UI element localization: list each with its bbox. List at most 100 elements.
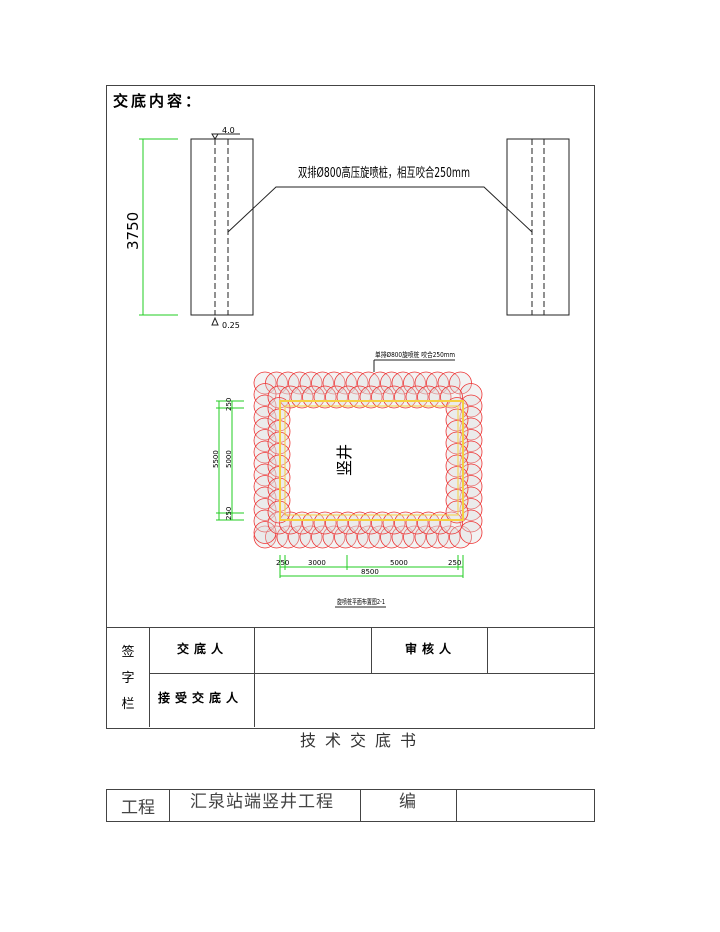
pile-circle (359, 385, 383, 409)
code-field[interactable] (457, 790, 593, 820)
pile-circle (459, 429, 483, 452)
pile-circle (313, 511, 337, 535)
pile-circle (428, 511, 452, 535)
dim-bottom-total: 8500 (361, 568, 379, 576)
shaft-label: 竖井 (335, 444, 354, 476)
drawing-caption: 旋喷桩平面布置图2-1 (337, 597, 385, 606)
pile-circle (325, 511, 348, 535)
pile-circle (382, 385, 406, 409)
dim-bottom-3: 5000 (390, 559, 408, 567)
presenter-field[interactable] (255, 628, 371, 673)
dim-left-top: 250 (225, 398, 233, 411)
pile-circle (322, 371, 346, 395)
pile-circle (459, 417, 483, 441)
elevation-label: 双排Ø800高压旋喷桩，相互咬合250mm (298, 165, 470, 181)
pile-circle (405, 511, 429, 535)
pile-circle (403, 371, 426, 395)
pile-circle (440, 385, 463, 409)
dim-left-bottom: 250 (225, 507, 233, 520)
dim-bottom-4: 250 (448, 559, 461, 567)
pile-circle (459, 498, 483, 521)
pile-circle (426, 371, 449, 395)
disclosure-frame (106, 85, 595, 729)
pile-circle (403, 525, 426, 549)
pile-circle (253, 521, 277, 544)
bottom-level-label: 0.25 (222, 321, 240, 330)
pile-circle (299, 525, 323, 549)
pile-circle (391, 525, 415, 549)
dim-bottom-1: 250 (276, 559, 289, 567)
pile-circle (322, 525, 346, 549)
pile-circle (459, 406, 483, 429)
elevation-pile-right (506, 138, 570, 316)
height-dim-label: 3750 (124, 212, 142, 250)
presenter-label: 交底人 (177, 642, 229, 656)
pile-circle (253, 440, 277, 464)
pile-circle (371, 385, 394, 409)
pile-circle (253, 475, 277, 498)
pile-circle (459, 463, 483, 487)
pile-circle (302, 385, 325, 409)
pile-circle (382, 511, 406, 535)
pile-circle (345, 371, 369, 395)
project-table (106, 789, 595, 822)
pile-circle (253, 383, 277, 406)
pile-circle (253, 371, 277, 395)
elevation-pile-left (190, 138, 254, 316)
pile-circle (325, 385, 348, 409)
pile-circle (313, 385, 337, 409)
reviewer-field[interactable] (488, 628, 594, 673)
pile-circle (426, 525, 449, 549)
document-title: 技术交底书 (300, 731, 426, 750)
project-label: 工程 (121, 798, 155, 818)
pile-circle (253, 486, 277, 510)
leader-line (227, 186, 533, 233)
shaft-outline (279, 400, 464, 521)
pile-circle (459, 475, 483, 498)
pile-circle (368, 525, 392, 549)
pile-circle (290, 385, 314, 409)
pile-circle (253, 429, 277, 452)
pile-circle (253, 525, 277, 549)
pile-circle (394, 385, 417, 409)
pile-circle (428, 385, 452, 409)
pile-circle (334, 525, 357, 549)
pile-circle (459, 452, 483, 475)
pile-circle (348, 511, 371, 535)
top-level-label: 4.0 (222, 126, 235, 135)
pile-circle (276, 371, 300, 395)
reviewer-label: 审核人 (405, 642, 457, 656)
pile-circle (368, 371, 392, 395)
receiver-label: 接受交底人 (158, 691, 244, 705)
pile-circle (437, 525, 461, 549)
receiver-field[interactable] (255, 674, 593, 727)
pile-circle (391, 371, 415, 395)
pile-circle (311, 371, 334, 395)
pile-circle (302, 511, 325, 535)
pile-circle (336, 511, 360, 535)
pile-circle (380, 371, 403, 395)
pile-ring (253, 371, 483, 549)
pile-circle (417, 511, 440, 535)
pile-circle (311, 525, 334, 549)
pile-circle (253, 452, 277, 475)
pile-circle (437, 371, 461, 395)
pile-circle (279, 385, 302, 409)
pile-circle (459, 486, 483, 510)
pile-circle (265, 371, 288, 395)
pile-circle (334, 371, 357, 395)
pile-circle (336, 385, 360, 409)
pile-circle (288, 371, 311, 395)
pile-circle (348, 385, 371, 409)
pile-circle (449, 371, 472, 395)
section-title: 交底内容： (113, 92, 204, 110)
pile-circle (253, 417, 277, 441)
pile-circle (414, 525, 438, 549)
plan-label: 单排Ø800旋喷桩 咬合250mm (375, 350, 455, 359)
pile-circle (414, 371, 438, 395)
pile-circle (253, 394, 277, 418)
pile-circle (253, 463, 277, 487)
pile-circle (345, 525, 369, 549)
pile-circle (357, 371, 380, 395)
project-name: 汇泉站端竖井工程 (190, 792, 334, 812)
